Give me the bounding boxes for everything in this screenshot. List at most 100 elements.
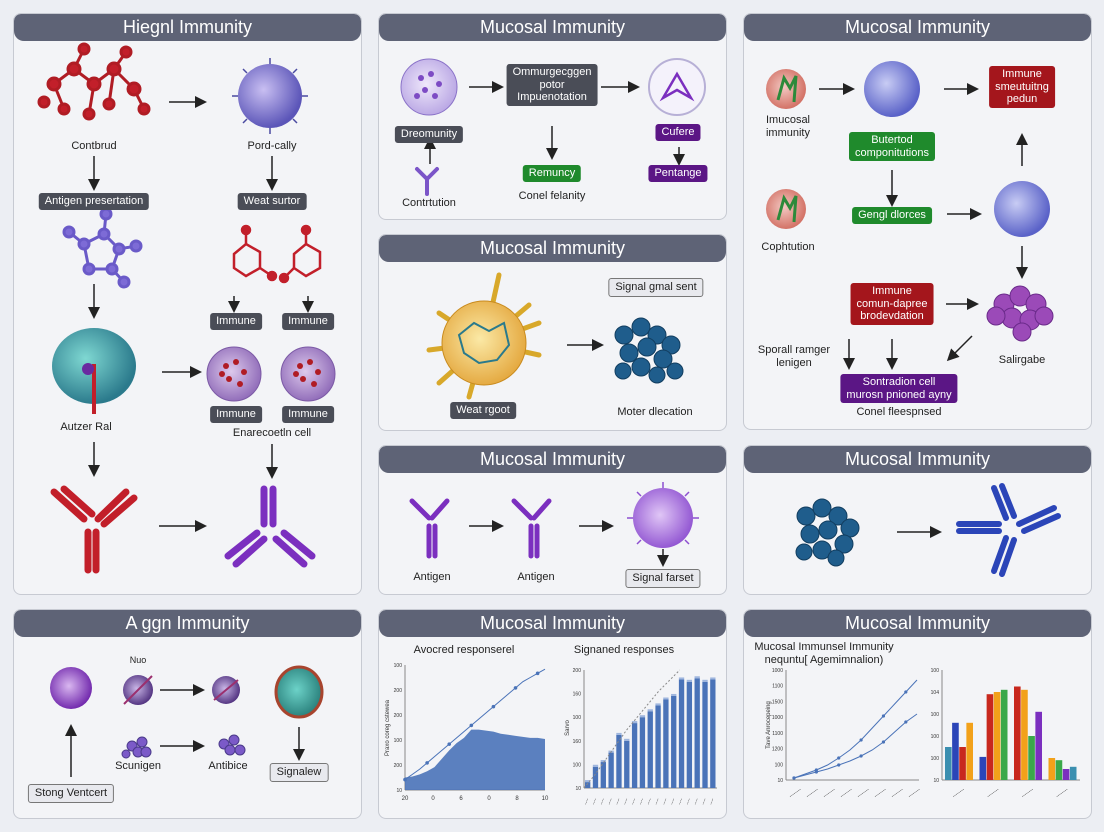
x-tick-label: -------- bbox=[1020, 787, 1035, 800]
glossy-cell-icon bbox=[648, 58, 706, 116]
bar-cap bbox=[639, 715, 646, 718]
x-tick-label: ---- bbox=[630, 797, 638, 806]
bar bbox=[1028, 736, 1035, 780]
immune-red-box: Immune smeutuitng pedun bbox=[989, 66, 1055, 108]
panel-mucosal-immunity-3: Mucosal Immunity Imucosal immunity Immun… bbox=[743, 13, 1092, 430]
line-chart: 10001100150010001100120010010-----------… bbox=[766, 668, 1080, 800]
data-point bbox=[469, 723, 474, 728]
panel-title: Mucosal Immunity bbox=[379, 446, 726, 473]
bar-cap bbox=[710, 677, 716, 680]
y-tick-label: 160 bbox=[573, 739, 582, 745]
y-tick-label: 100 bbox=[931, 712, 940, 718]
y-tick-label: 200 bbox=[394, 763, 403, 769]
signalew-box: Signalew bbox=[269, 763, 329, 782]
bar-cap bbox=[616, 732, 622, 735]
panel-title: A ggn Immunity bbox=[14, 610, 361, 637]
y-tick-label: 200 bbox=[394, 713, 403, 719]
weat-rgoot-box: Weat rgoot bbox=[450, 402, 516, 419]
panel-title: Mucosal Immunity bbox=[379, 235, 726, 262]
bar bbox=[600, 762, 606, 788]
x-tick-label: ---- bbox=[583, 797, 591, 806]
panel-mucosal-immunity-2: Mucosal Immunity Ommurgecggen potor Impu… bbox=[378, 13, 727, 220]
label-salirgabe: Salirgabe bbox=[998, 354, 1046, 366]
purple-antibody-icon bbox=[224, 485, 316, 568]
x-tick-label: -------- bbox=[873, 787, 888, 800]
x-tick-label: 0 bbox=[487, 796, 491, 802]
bar bbox=[1021, 689, 1028, 780]
bar bbox=[959, 747, 966, 780]
chart-title: Signaned responses bbox=[573, 644, 675, 656]
line-series bbox=[793, 713, 918, 779]
infected-cell-icon bbox=[212, 676, 240, 704]
y-tick-label: 104 bbox=[931, 690, 940, 696]
x-tick-label: ---- bbox=[700, 797, 708, 806]
label-pordcally: Pord-cally bbox=[247, 140, 297, 152]
immune-box: Immune bbox=[210, 406, 262, 423]
remuncy-box: Remuncy bbox=[522, 165, 582, 182]
label-autzer-ral: Autzer Ral bbox=[60, 421, 112, 433]
x-tick-label: ---- bbox=[653, 797, 661, 806]
label-cophtution: Cophtution bbox=[761, 241, 815, 253]
center-process-box: Ommurgecggen potor Impuenotation bbox=[506, 64, 598, 106]
panel-title: Mucosal Immunity bbox=[744, 14, 1091, 41]
cufere-box: Cufere bbox=[655, 124, 701, 141]
y-tick-label: 1200 bbox=[772, 747, 783, 753]
lavender-cell-icon bbox=[400, 58, 458, 116]
bar bbox=[592, 766, 599, 788]
bar bbox=[979, 756, 987, 780]
red-infected-cell-icon bbox=[766, 189, 806, 229]
bar bbox=[1035, 711, 1042, 780]
x-tick-label: ---- bbox=[646, 797, 654, 806]
bar-cap bbox=[585, 780, 591, 783]
x-tick-label: ---- bbox=[606, 797, 614, 806]
panel-title: Mucosal Immunity bbox=[744, 446, 1091, 473]
panel-aggn-immunity: A ggn Immunity Nuo Scunigen Antibice Sto… bbox=[13, 609, 362, 819]
bar-cap bbox=[686, 679, 693, 682]
panel-mucosal-immunity-8: Mucosal Immunity Avocred responserel Sig… bbox=[378, 609, 727, 819]
bar-cap bbox=[671, 693, 677, 696]
gold-receptor-cell-icon bbox=[426, 272, 542, 400]
label-scunigen: Scunigen bbox=[115, 760, 161, 772]
bar bbox=[585, 782, 591, 788]
signal-gmal-box: Signal gmal sent bbox=[608, 278, 704, 297]
bar bbox=[639, 717, 646, 788]
label-nuo: Nuo bbox=[129, 655, 147, 665]
x-tick-label: -------- bbox=[1055, 787, 1070, 800]
data-point bbox=[535, 671, 540, 676]
bar-cap bbox=[592, 764, 599, 767]
spiky-virus-icon bbox=[627, 482, 699, 548]
x-tick-label: -------- bbox=[805, 787, 820, 800]
panel-1-illustration bbox=[37, 42, 336, 574]
macrophage-icon bbox=[274, 665, 324, 719]
x-tick-label: ---- bbox=[669, 797, 677, 806]
x-tick-label: ---- bbox=[591, 797, 599, 806]
purple-antibody-icon bbox=[511, 498, 552, 559]
buterted-box: Butertod componitutions bbox=[849, 132, 935, 162]
bar bbox=[608, 752, 614, 788]
bar-cap bbox=[702, 679, 708, 682]
bar-cap bbox=[631, 721, 638, 724]
small-molecule-icon bbox=[62, 207, 143, 289]
data-point bbox=[425, 761, 429, 765]
label-imucosal-immunity: Imucosal immunity bbox=[765, 114, 811, 139]
bar bbox=[616, 734, 622, 788]
panel-5-illustration bbox=[409, 482, 699, 567]
bar bbox=[1069, 766, 1077, 780]
y-tick-label: 1000 bbox=[772, 715, 783, 721]
sortradion-box: Sontradion cell murosn pnioned ayny bbox=[840, 374, 958, 404]
x-tick-label: -------- bbox=[907, 787, 922, 800]
y-axis-label: Sarvo bbox=[565, 720, 571, 736]
bar bbox=[686, 681, 693, 788]
bar bbox=[945, 747, 952, 780]
label-contrtution: Contrtution bbox=[402, 197, 456, 209]
molecule-icon bbox=[121, 736, 152, 759]
purple-antibody-icon bbox=[409, 498, 450, 559]
bar-cap bbox=[678, 677, 685, 680]
chart-title: Mucosal Immunsel Immunity nequntu[ Agemi… bbox=[754, 641, 894, 666]
blue-protein-cluster-icon bbox=[795, 498, 860, 567]
bar bbox=[1055, 760, 1063, 780]
x-tick-label: ---- bbox=[599, 797, 607, 806]
bar bbox=[1062, 769, 1070, 780]
panel-mucosal-immunity-9: Mucosal Immunity Mucosal Immunsel Immuni… bbox=[743, 609, 1092, 819]
panel-3-illustration bbox=[766, 61, 1054, 370]
